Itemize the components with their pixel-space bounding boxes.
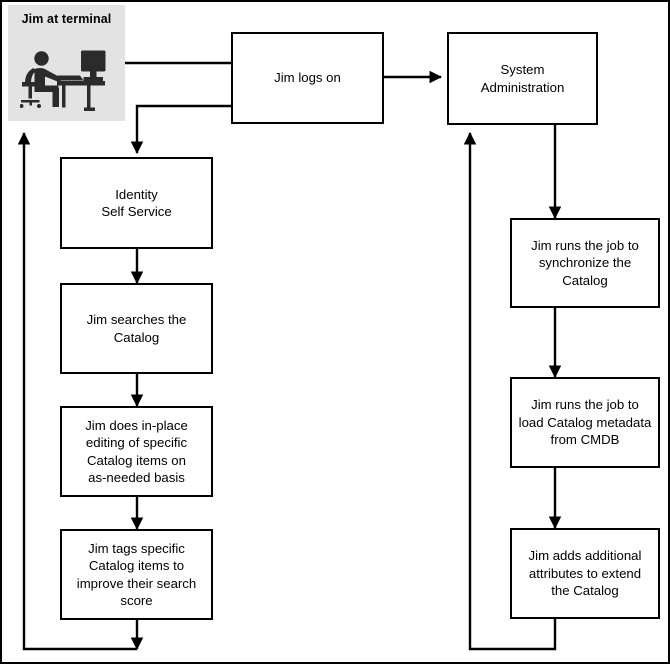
node-label: Identity Self Service bbox=[101, 186, 172, 220]
node-jim-runs-job-synchronize-catalog[interactable]: Jim runs the job to synchronize the Cata… bbox=[510, 218, 660, 308]
node-jim-searches-the-catalog[interactable]: Jim searches the Catalog bbox=[60, 283, 213, 374]
node-label: Jim does in-place editing of specific Ca… bbox=[85, 417, 188, 486]
person-at-terminal-icon bbox=[20, 50, 106, 111]
node-jim-adds-additional-attributes[interactable]: Jim adds additional attributes to extend… bbox=[510, 528, 660, 619]
node-label: Jim logs on bbox=[274, 70, 341, 86]
edge-attributes-return-to-system-administration bbox=[463, 132, 557, 651]
actor-panel-jim-at-terminal: Jim at terminal bbox=[8, 5, 125, 121]
node-label: System Administration bbox=[480, 62, 565, 95]
edge-tag-return-to-terminal bbox=[17, 132, 137, 651]
edge-logon-to-identity bbox=[130, 104, 231, 154]
node-jim-does-in-place-editing[interactable]: Jim does in-place editing of specific Ca… bbox=[60, 406, 213, 497]
node-label: Jim runs the job to synchronize the Cata… bbox=[531, 237, 639, 288]
node-label: Jim searches the Catalog bbox=[86, 312, 187, 345]
node-label: Jim tags specific Catalog items to impro… bbox=[76, 540, 197, 609]
node-jim-runs-job-load-catalog-metadata[interactable]: Jim runs the job to load Catalog metadat… bbox=[510, 377, 660, 468]
node-identity-self-service[interactable]: Identity Self Service bbox=[60, 157, 213, 249]
node-label: Jim runs the job to load Catalog metadat… bbox=[518, 397, 652, 448]
node-jim-tags-specific-catalog-items[interactable]: Jim tags specific Catalog items to impro… bbox=[60, 529, 213, 620]
actor-label: Jim at terminal bbox=[21, 12, 112, 26]
node-system-administration[interactable]: System Administration bbox=[447, 32, 598, 125]
node-label: Jim adds additional attributes to extend… bbox=[528, 548, 642, 599]
node-jim-logs-on[interactable]: Jim logs on bbox=[231, 32, 384, 124]
